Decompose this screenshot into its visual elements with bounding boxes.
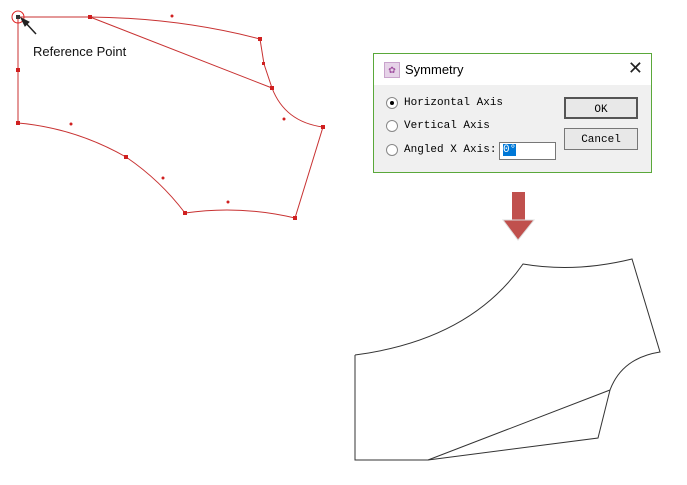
radio-vertical-axis[interactable]: Vertical Axis <box>386 120 490 132</box>
option-label: Angled X Axis: <box>404 144 497 156</box>
app-icon: ✿ <box>384 62 400 78</box>
ok-button[interactable]: OK <box>564 97 638 119</box>
down-arrow-icon <box>502 192 536 241</box>
option-label: Horizontal Axis <box>404 97 504 109</box>
radio-icon[interactable] <box>386 97 398 109</box>
radio-icon[interactable] <box>386 120 398 132</box>
radio-angled-x-axis[interactable]: Angled X Axis: <box>386 144 496 156</box>
radio-icon[interactable] <box>386 144 398 156</box>
reference-point-marker <box>11 10 25 24</box>
dialog-title: Symmetry <box>405 62 464 77</box>
angle-input[interactable]: 0° <box>499 142 556 160</box>
option-label: Vertical Axis <box>404 120 490 132</box>
control-points <box>16 14 325 220</box>
cancel-button[interactable]: Cancel <box>564 128 638 150</box>
dialog-titlebar: ✿ Symmetry ✕ <box>374 54 651 85</box>
reference-arrow-icon <box>19 16 37 35</box>
reference-point-label: Reference Point <box>33 44 127 59</box>
mirrored-pattern-piece <box>354 258 661 461</box>
close-icon[interactable]: ✕ <box>627 58 643 78</box>
radio-horizontal-axis[interactable]: Horizontal Axis <box>386 97 503 109</box>
symmetry-dialog: ✿ Symmetry ✕ Horizontal Axis Vertical Ax… <box>373 53 652 173</box>
original-pattern-piece <box>17 16 324 219</box>
angle-value: 0° <box>503 144 517 156</box>
